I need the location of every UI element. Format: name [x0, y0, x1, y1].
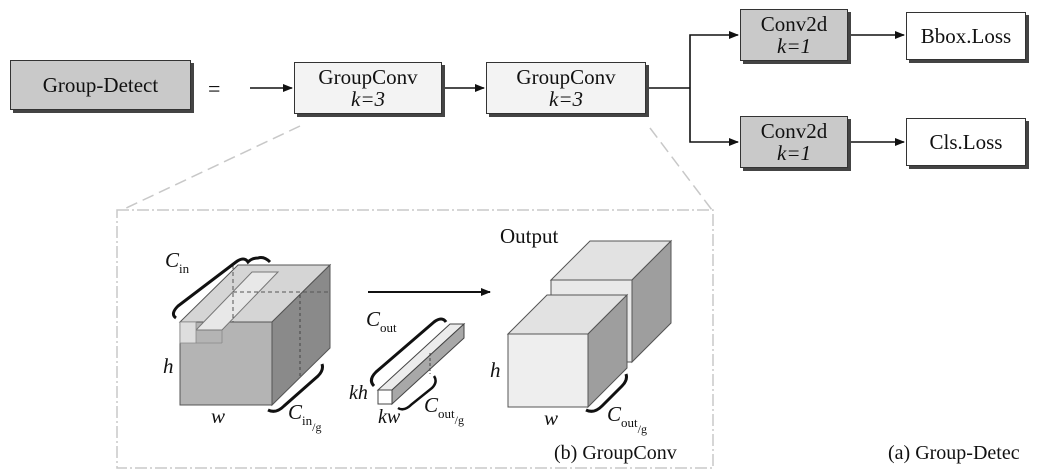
conv2d-box-bottom: Conv2d k=1	[740, 116, 848, 168]
groupconv-box-1: GroupConv k=3	[294, 62, 442, 114]
cout-g-kernel-brace	[397, 375, 437, 411]
cls-loss-label: Cls.Loss	[929, 130, 1003, 154]
output-cube-front	[506, 293, 629, 409]
arrow-to-conv-top	[689, 31, 739, 88]
caption-a: (a) Group-Detec	[888, 442, 1020, 464]
output-h-label: h	[490, 358, 501, 382]
cout-g-kernel-label: Cout/g	[424, 393, 464, 427]
group-detect-box: Group-Detect	[10, 60, 191, 110]
groupconv-2-title: GroupConv	[516, 65, 616, 89]
cout-g-output-label: Cout/g	[607, 402, 647, 436]
cls-loss-box: Cls.Loss	[906, 118, 1026, 166]
output-w-label: w	[544, 406, 559, 430]
conv2d-bottom-k: k=1	[777, 141, 811, 165]
kernel-kh-label: kh	[349, 382, 368, 404]
input-h-label: h	[163, 354, 174, 378]
input-feature-cube	[178, 263, 332, 407]
cout-label: Cout	[366, 307, 397, 335]
conv2d-top-title: Conv2d	[760, 12, 828, 36]
cout-g-output-brace	[585, 373, 628, 413]
bbox-loss-box: Bbox.Loss	[906, 12, 1026, 60]
zoom-line-right	[649, 127, 713, 211]
groupconv-box-2: GroupConv k=3	[486, 62, 646, 114]
group-detect-label: Group-Detect	[42, 73, 159, 97]
kernel-kw-label: kw	[378, 406, 401, 428]
bbox-loss-label: Bbox.Loss	[920, 24, 1012, 48]
cin-label: Cin	[165, 248, 190, 276]
groupconv-inset-frame	[116, 209, 714, 469]
cin-brace	[171, 256, 272, 320]
arrow-to-conv-bottom	[689, 88, 739, 146]
input-w-label: w	[211, 404, 226, 428]
equals-sign: =	[208, 76, 221, 101]
zoom-line-left	[121, 125, 301, 211]
conv2d-bottom-title: Conv2d	[760, 119, 828, 143]
kernel-block	[376, 322, 466, 406]
cin-g-label: Cin/g	[288, 400, 322, 434]
cout-brace	[369, 317, 448, 388]
groupconv-2-k: k=3	[549, 87, 583, 111]
output-label: Output	[500, 224, 559, 248]
cin-g-brace	[267, 363, 324, 413]
conv2d-top-k: k=1	[777, 34, 811, 58]
groupconv-1-title: GroupConv	[318, 65, 418, 89]
conv2d-box-top: Conv2d k=1	[740, 9, 848, 61]
groupconv-1-k: k=3	[351, 87, 385, 111]
caption-b: (b) GroupConv	[554, 442, 677, 464]
